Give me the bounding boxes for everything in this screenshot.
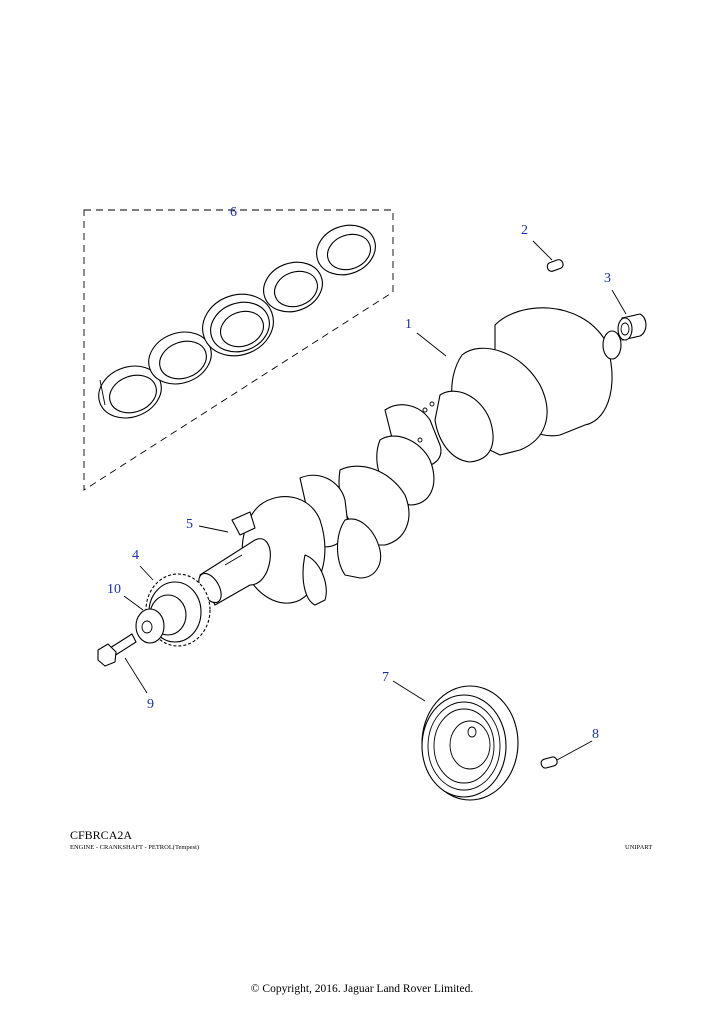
bearing-shell-1: [98, 365, 162, 419]
callout-5[interactable]: 5: [186, 517, 193, 532]
washer: [135, 608, 165, 644]
callout-3[interactable]: 3: [604, 271, 611, 286]
dowel-pin: [546, 259, 564, 272]
crankshaft: [198, 307, 622, 606]
callout-6[interactable]: 6: [230, 205, 237, 220]
diagram-subtitle: ENGINE - CRANKSHAFT - PETROL(Tempest): [70, 844, 200, 851]
pulley-dowel: [540, 756, 558, 769]
callout-9[interactable]: 9: [147, 697, 154, 712]
copyright-notice: © Copyright, 2016. Jaguar Land Rover Lim…: [250, 983, 474, 995]
bearing-kit-outline: [83, 209, 394, 491]
brand-label: UNIPART: [625, 844, 653, 851]
leader-lines: [123, 240, 627, 761]
callout-4[interactable]: 4: [132, 548, 139, 563]
sprocket-bolt: [97, 633, 137, 667]
callout-10[interactable]: 10: [107, 582, 121, 597]
callout-7[interactable]: 7: [382, 670, 389, 685]
woodruff-key: [231, 511, 256, 536]
bearing-shell-5: [316, 224, 376, 276]
crankshaft-pulley: [421, 685, 519, 801]
callout-8[interactable]: 8: [592, 727, 599, 742]
callout-2[interactable]: 2: [521, 223, 528, 238]
spigot-bush: [617, 313, 647, 341]
bearing-shell-3-thrust: [202, 293, 274, 357]
callout-1[interactable]: 1: [405, 317, 412, 332]
bearing-shell-2: [148, 331, 212, 385]
main-bearing-shells: [98, 224, 376, 419]
diagram-code: CFBRCA2A: [70, 828, 133, 842]
bearing-shell-4: [263, 261, 323, 313]
